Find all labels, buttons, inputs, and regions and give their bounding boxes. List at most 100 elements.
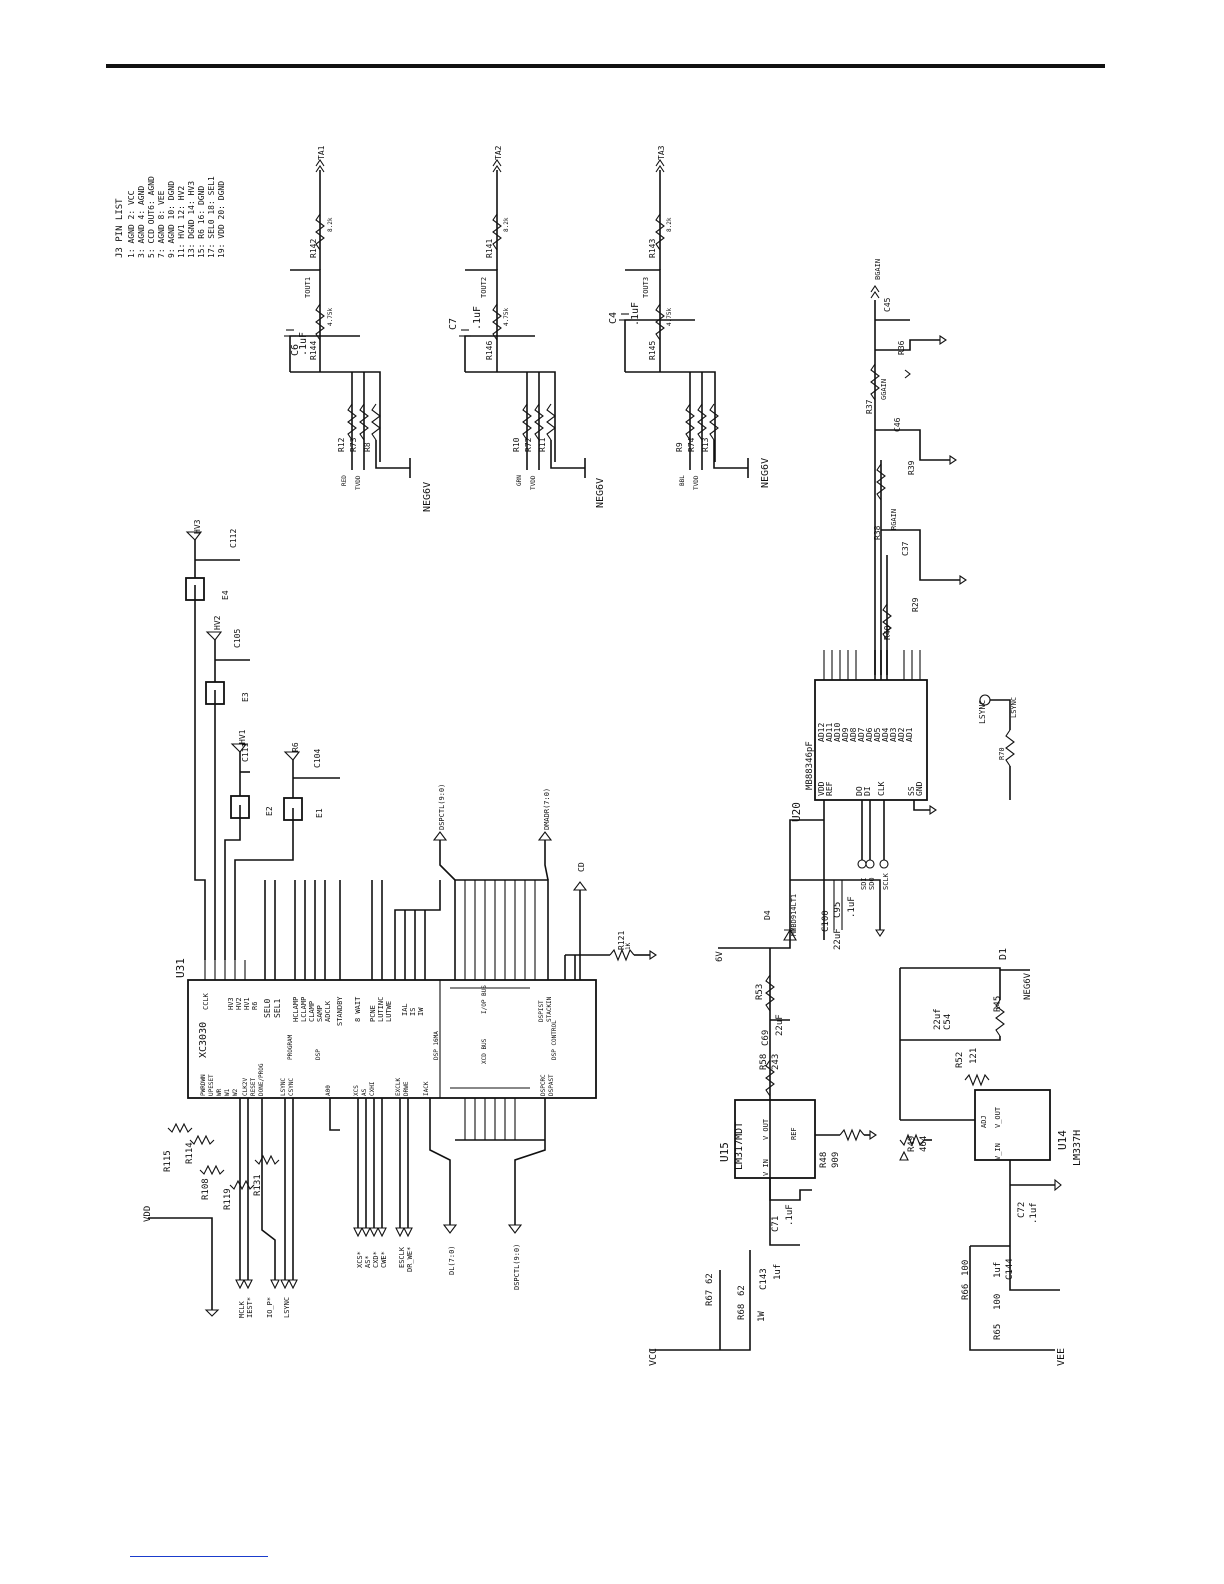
c54-ref: C54 (943, 1014, 953, 1030)
rout-value: 8.2k (327, 217, 334, 232)
pin-label: AD9 (841, 727, 850, 742)
r-top-ref: R10 (512, 437, 521, 452)
c95-ref: C95 (833, 902, 843, 918)
pin-label: AD11 (825, 723, 834, 742)
pin-label: 8 WAIT (354, 996, 362, 1022)
pin-label: CLK2V (242, 1078, 249, 1096)
power-wire (769, 1240, 800, 1246)
rout-value: 8.2k (503, 217, 510, 232)
pin-label: R6 (251, 1002, 259, 1010)
stage-3: C4 .1uF TOUT3 R145 4.75k R143 8.2k TA3 R… (608, 145, 771, 490)
u31-top-labels: CCLK HV3 HV2 HV1 R6 SEL0 SEL1 HCLAMP LCL… (202, 992, 425, 1026)
port-icon (442, 1224, 458, 1234)
c72-ref: C72 (1017, 1202, 1027, 1218)
d1-ref: D1 (998, 948, 1009, 960)
port-icon (185, 531, 203, 541)
pin-label: HCLAMP (292, 997, 300, 1022)
stage-1: C6 .1uF TOUT1 R144 4.75k R142 8.2k TA1 R… (284, 145, 433, 512)
tout-label: TOUT1 (304, 277, 312, 298)
color-input: GRN (516, 475, 523, 486)
u31-bus-bottom: DL(7:0) DSPCTL(9:0) (429, 1098, 546, 1290)
pin-label: AD8 (849, 727, 858, 742)
u15-body (734, 1099, 816, 1179)
r66-ref: R66 (961, 1284, 971, 1300)
color-input: RED (341, 475, 348, 486)
tvdd-net: TVDD (355, 475, 362, 490)
filter-ref: E3 (241, 692, 250, 702)
filter-output: R6 (291, 742, 300, 752)
section-label: DSP CONTROL (551, 1020, 558, 1060)
section-label: I/OP BUS (481, 985, 488, 1014)
power-wire (770, 930, 791, 949)
tout-label: TOUT3 (642, 277, 650, 298)
ground-icon (959, 574, 967, 586)
r114-ref: R114 (185, 1142, 195, 1164)
vee-net: VEE (1056, 1348, 1067, 1366)
signal-wire (329, 1098, 340, 1131)
neg6v-net: NEG6V (595, 478, 606, 508)
pin-label: IAL (401, 1003, 409, 1016)
resistor-r121 (609, 948, 635, 962)
u15-part: LM317MDT (734, 1122, 745, 1170)
ground-icon (949, 454, 957, 466)
power-wire (769, 1178, 812, 1201)
j3-title: J3 PIN LIST (115, 198, 125, 258)
filter-output: HV1 (238, 729, 247, 744)
resistor-r72 (534, 403, 544, 441)
c54-value: 22uf (933, 1008, 943, 1030)
port-icon (283, 751, 301, 761)
resistor-r115 (167, 1122, 193, 1134)
r121-value: 1K (625, 942, 632, 950)
filter-wire (234, 808, 294, 960)
rfb-ref: R146 (485, 341, 494, 360)
resistor-r144 (315, 303, 325, 341)
u31-ref: U31 (174, 958, 187, 978)
power-wire (790, 879, 881, 930)
resistor-r40 (882, 603, 892, 641)
pin-label: EXCLK (395, 1078, 402, 1096)
pin-label: DRWE (403, 1081, 410, 1096)
pin-label: DONE/PROG (258, 1063, 265, 1096)
rout-ref: R142 (309, 239, 318, 258)
dmadr-net: DMADR(7:0) (543, 788, 551, 830)
resistor-r48 (839, 1128, 865, 1142)
resistor-r52 (964, 1073, 990, 1087)
bus-wire (544, 840, 549, 881)
resistor-r45 (995, 999, 1005, 1037)
resistor-r114 (189, 1134, 215, 1146)
drwe-net: DR_WE* (406, 1247, 414, 1272)
resistor-r12 (347, 403, 357, 441)
bus-wire (429, 1098, 451, 1225)
r52-ref: R52 (955, 1052, 965, 1068)
pin-label: SS (907, 786, 916, 796)
resistor-r58 (765, 1059, 775, 1097)
r121-ref: R121 (617, 931, 626, 950)
gain-wire (875, 339, 940, 351)
u20-body (814, 679, 928, 801)
r48-value: 909 (831, 1152, 841, 1168)
port-icon (403, 1227, 413, 1238)
port-icon (432, 831, 448, 841)
pin-label: DO (855, 786, 864, 796)
filter-cap: C112 (229, 529, 238, 548)
r49-value: 464 (919, 1136, 929, 1152)
u14-body (974, 1089, 1051, 1161)
ggain-net: GGAIN (880, 379, 888, 400)
u20-pin-labels: AD12 AD11 AD10 AD9 AD8 AD7 AD6 AD5 AD4 A… (817, 723, 924, 796)
port-icon (377, 1227, 387, 1238)
u20-dac: U20 MB88346pF AD12 AD11 AD10 AD9 AD8 AD7… (790, 650, 937, 940)
filter-output: HV2 (213, 615, 222, 630)
pin-label: AD2 (897, 727, 906, 742)
resistor-r37 (870, 363, 880, 401)
port-icon (280, 1279, 290, 1290)
pin-label: PCNE (369, 1005, 377, 1022)
pin-label: SEL1 (273, 999, 282, 1018)
j3-row: 5: CCD OUT6: AGND (147, 176, 156, 258)
filter-ref: E4 (221, 590, 230, 600)
test-point-icon (879, 859, 889, 869)
filter-ref: E1 (315, 808, 324, 818)
r70-ref: R70 (998, 747, 1006, 760)
vcc-net: VCC (648, 1348, 659, 1366)
resistor-r142 (315, 213, 325, 251)
